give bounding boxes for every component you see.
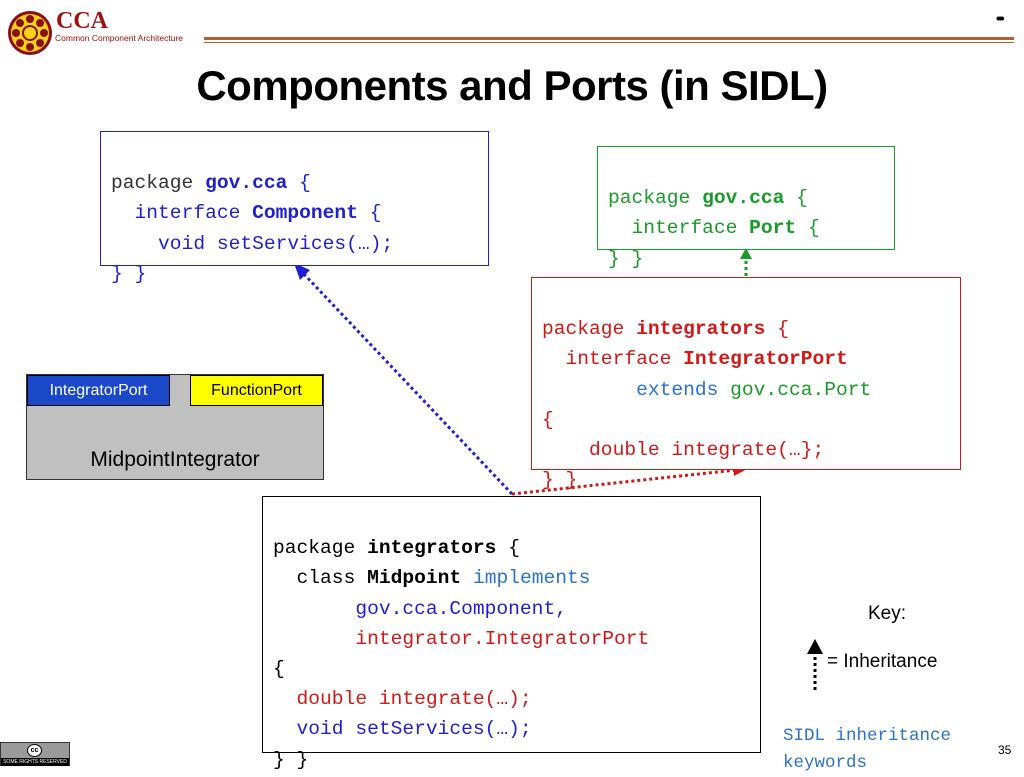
arrow-midpoint-to-component — [300, 270, 514, 496]
method-integrate: double integrate(…}; — [589, 439, 825, 462]
key-arrowhead — [807, 639, 823, 654]
cc-license-badge[interactable]: cc SOME RIGHTS RESERVED — [0, 742, 70, 766]
license-text: SOME RIGHTS RESERVED — [1, 758, 69, 766]
closing-braces: } } — [542, 469, 578, 492]
brace: { — [796, 187, 808, 210]
package-name: integrators — [636, 318, 766, 341]
kw-interface: interface — [134, 202, 241, 225]
key-inheritance-label: = Inheritance — [827, 651, 938, 672]
menu-dots: ••• — [996, 10, 1005, 26]
brace: { — [777, 318, 789, 341]
integratorport-code: package integrators { interface Integrat… — [542, 284, 871, 495]
package-name: integrators — [367, 537, 497, 560]
brace: { — [807, 217, 820, 240]
brace: { — [369, 202, 382, 225]
kw-package: package — [111, 172, 194, 195]
page-number: 35 — [998, 743, 1012, 757]
brace: { — [299, 172, 311, 195]
closing-braces: } } — [608, 247, 644, 270]
kw-class: class — [296, 567, 356, 590]
port-code: package gov.cca { interface Port { } } — [608, 153, 820, 274]
method-setservices: void setServices(…); — [158, 232, 394, 255]
closing-braces: } } — [273, 748, 309, 771]
cc-icon: cc — [27, 744, 42, 757]
port-integratorport: IntegratorPort — [27, 375, 170, 406]
kw-package: package — [273, 537, 356, 560]
port-interface-box: package gov.cca { interface Port { } } — [597, 146, 895, 270]
method-integrate: double integrate(…); — [296, 688, 532, 711]
extends-target: gov.cca.Port — [730, 378, 872, 401]
logo-text: CCA — [56, 8, 108, 34]
kw-interface: interface — [565, 348, 672, 371]
implements-component: gov.cca.Component, — [355, 597, 567, 620]
component-name: MidpointIntegrator — [90, 448, 260, 471]
brace-line: { — [542, 408, 554, 431]
cca-logo — [6, 9, 54, 57]
class-name: Midpoint — [367, 567, 462, 590]
brace-line: { — [273, 658, 285, 681]
closing-braces: } } — [111, 262, 147, 285]
implements-integratorport: integrator.IntegratorPort — [355, 627, 650, 650]
interface-name: Component — [252, 202, 358, 225]
brace: { — [508, 537, 520, 560]
arrowhead-component — [294, 263, 310, 280]
package-name: gov.cca — [702, 187, 785, 210]
kw-package: package — [608, 187, 691, 210]
component-diagram: IntegratorPort FunctionPort MidpointInte… — [26, 374, 324, 480]
midpoint-code: package integrators { class Midpoint imp… — [273, 503, 649, 775]
component-code: package gov.cca { interface Component { … — [111, 138, 393, 289]
key-title: Key: — [868, 603, 907, 624]
interface-name: IntegratorPort — [683, 348, 848, 371]
arrow-midpoint-to-integratorport — [511, 468, 737, 496]
package-name: gov.cca — [205, 172, 288, 195]
key-keywords-note: SIDL inheritance keywords — [783, 696, 951, 777]
header-rule-thin — [204, 42, 1014, 43]
kw-extends: extends — [636, 378, 719, 401]
cca-logo-icon — [8, 11, 52, 55]
header-rule — [204, 37, 1014, 40]
port-functionport: FunctionPort — [190, 375, 323, 406]
midpoint-class-box: package integrators { class Midpoint imp… — [262, 496, 761, 771]
component-interface-box: package gov.cca { interface Component { … — [100, 131, 489, 285]
logo-subtitle: Common Component Architecture — [55, 33, 184, 43]
key-keywords-line1: SIDL inheritance — [783, 726, 952, 746]
key-keywords-line2: keywords — [783, 753, 868, 773]
arrowhead-port — [740, 248, 752, 259]
interface-name: Port — [749, 217, 797, 240]
kw-interface: interface — [631, 217, 738, 240]
kw-implements: implements — [472, 567, 591, 590]
integratorport-interface-box: package integrators { interface Integrat… — [531, 277, 961, 491]
page-title: Components and Ports (in SIDL) — [196, 62, 828, 109]
method-setservices: void setServices(…); — [296, 718, 532, 741]
kw-package: package — [542, 318, 625, 341]
